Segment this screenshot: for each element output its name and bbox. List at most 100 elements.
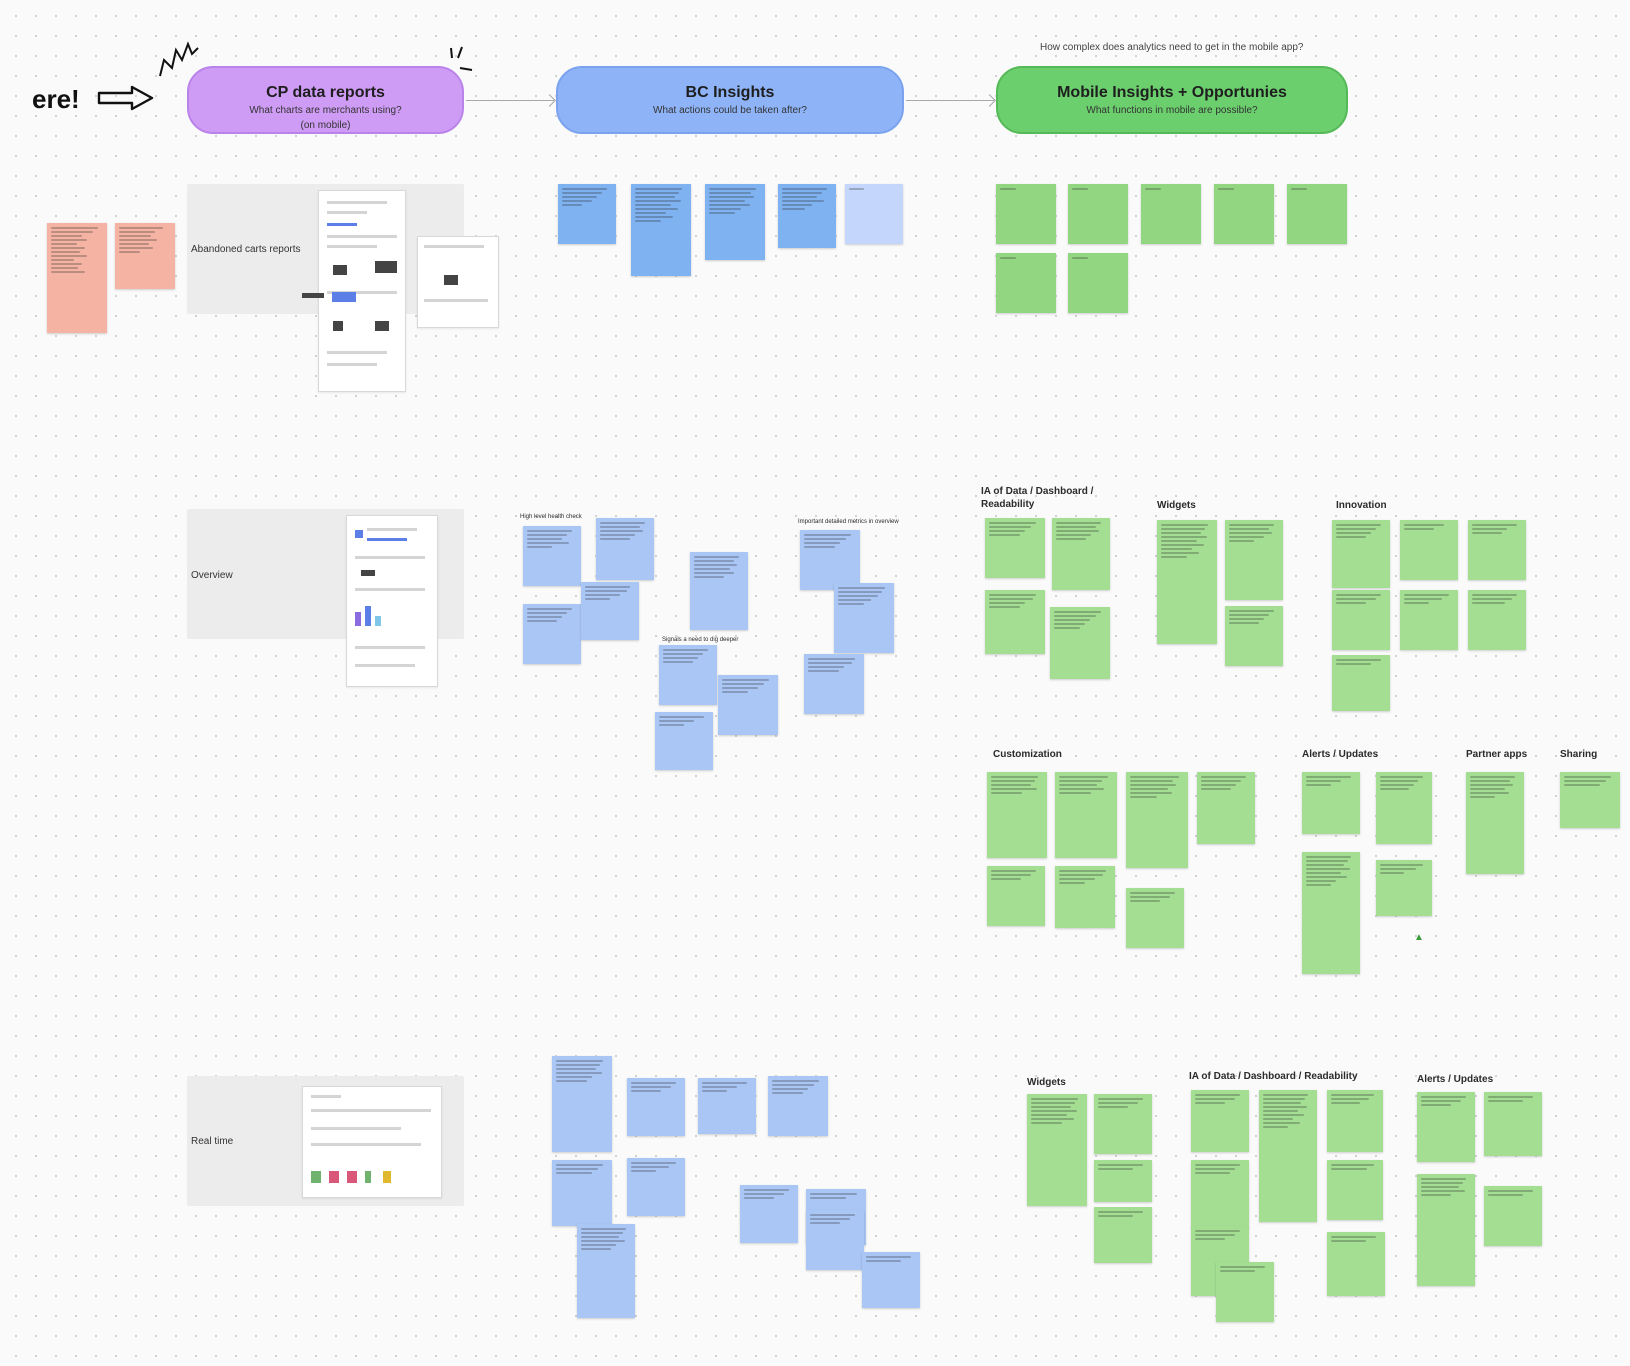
sticky-note[interactable] xyxy=(1466,772,1524,874)
sticky-note[interactable] xyxy=(996,184,1056,244)
connector-line xyxy=(466,100,554,101)
sticky-note[interactable] xyxy=(1225,520,1283,600)
sticky-note[interactable] xyxy=(581,582,639,640)
sticky-note[interactable] xyxy=(1157,520,1217,644)
sticky-note[interactable] xyxy=(1327,1090,1383,1152)
sticky-note[interactable] xyxy=(985,518,1045,578)
section-label-alerts-realtime: Alerts / Updates xyxy=(1417,1074,1493,1085)
report-screenshot[interactable] xyxy=(318,190,406,392)
sticky-note[interactable] xyxy=(1068,184,1128,244)
sticky-note[interactable] xyxy=(1327,1232,1385,1296)
sticky-note[interactable] xyxy=(985,590,1045,654)
sticky-note[interactable] xyxy=(558,184,616,244)
report-chart-fragment xyxy=(332,292,356,302)
connector-line xyxy=(906,100,994,101)
sticky-note[interactable] xyxy=(1302,852,1360,974)
outlined-right-arrow-icon xyxy=(96,84,156,112)
sticky-note[interactable] xyxy=(845,184,903,244)
section-label-innovation: Innovation xyxy=(1336,500,1387,511)
sticky-note[interactable] xyxy=(806,1210,864,1270)
sticky-note[interactable] xyxy=(631,184,691,276)
sticky-note[interactable] xyxy=(718,675,778,735)
sticky-note[interactable] xyxy=(1376,772,1432,844)
sticky-note[interactable] xyxy=(1225,606,1283,666)
connector-arrowhead xyxy=(543,94,556,107)
sticky-note[interactable] xyxy=(627,1078,685,1136)
sticky-note[interactable] xyxy=(596,518,654,580)
sticky-note[interactable] xyxy=(47,223,107,333)
section-label-widgets-realtime: Widgets xyxy=(1027,1077,1066,1088)
sticky-note[interactable] xyxy=(1287,184,1347,244)
sticky-note[interactable] xyxy=(1417,1092,1475,1162)
sticky-note[interactable] xyxy=(1259,1090,1317,1222)
sticky-note[interactable] xyxy=(1191,1090,1249,1152)
sticky-note[interactable] xyxy=(800,530,860,590)
sticky-note[interactable] xyxy=(778,184,836,248)
sticky-note[interactable] xyxy=(804,654,864,714)
sticky-note[interactable] xyxy=(1376,860,1432,916)
sticky-note[interactable] xyxy=(552,1160,612,1226)
sticky-note[interactable] xyxy=(115,223,175,289)
sticky-note[interactable] xyxy=(834,583,894,653)
sticky-note[interactable] xyxy=(1560,772,1620,828)
group-label-important-metrics: Important detailed metrics in overview xyxy=(798,519,899,525)
sticky-note[interactable] xyxy=(862,1252,920,1308)
report-screenshot[interactable] xyxy=(417,236,499,328)
sticky-note[interactable] xyxy=(1327,1160,1383,1220)
sticky-note[interactable] xyxy=(705,184,765,260)
report-screenshot[interactable] xyxy=(302,1086,442,1198)
sticky-note[interactable] xyxy=(523,604,581,664)
sticky-note[interactable] xyxy=(1141,184,1201,244)
report-chart-fragment xyxy=(302,293,324,298)
sticky-note[interactable] xyxy=(1055,866,1115,928)
sticky-note[interactable] xyxy=(1332,590,1390,650)
sticky-note[interactable] xyxy=(523,526,581,586)
sticky-note[interactable] xyxy=(1055,772,1117,858)
sticky-note[interactable] xyxy=(1027,1094,1087,1206)
sticky-note[interactable] xyxy=(1126,888,1184,948)
sticky-note[interactable] xyxy=(690,552,748,630)
sticky-note[interactable] xyxy=(987,866,1045,926)
sticky-note[interactable] xyxy=(1126,772,1188,868)
sticky-note[interactable] xyxy=(1400,520,1458,580)
sticky-note[interactable] xyxy=(1214,184,1274,244)
sticky-note[interactable] xyxy=(1417,1174,1475,1286)
mobile-header-subtitle: What functions in mobile are possible? xyxy=(998,105,1346,117)
sticky-note[interactable] xyxy=(987,772,1047,858)
sticky-note[interactable] xyxy=(1400,590,1458,650)
sticky-note[interactable] xyxy=(768,1076,828,1136)
sticky-note[interactable] xyxy=(1484,1186,1542,1246)
partial-heading: ere! xyxy=(32,84,80,115)
bc-header-title: BC Insights xyxy=(558,84,902,102)
sticky-note[interactable] xyxy=(552,1056,612,1152)
sticky-note[interactable] xyxy=(1332,655,1390,711)
sticky-note[interactable] xyxy=(655,712,713,770)
section-label-partner-apps: Partner apps xyxy=(1466,749,1527,760)
sticky-note[interactable] xyxy=(996,253,1056,313)
sticky-note[interactable] xyxy=(1468,590,1526,650)
sticky-note[interactable] xyxy=(1068,253,1128,313)
sticky-note[interactable] xyxy=(740,1185,798,1243)
section-label-ia-realtime: IA of Data / Dashboard / Readability xyxy=(1189,1071,1358,1082)
sticky-note[interactable] xyxy=(1050,607,1110,679)
cp-header-subtitle: What charts are merchants using? xyxy=(189,105,462,117)
sticky-note[interactable] xyxy=(1302,772,1360,834)
sticky-note[interactable] xyxy=(1197,772,1255,844)
sticky-note[interactable] xyxy=(698,1078,756,1134)
sticky-note[interactable] xyxy=(1094,1160,1152,1202)
sticky-note[interactable] xyxy=(627,1158,685,1216)
sticky-note[interactable] xyxy=(1094,1207,1152,1263)
report-screenshot[interactable] xyxy=(346,515,438,687)
row-label-abandoned-carts: Abandoned carts reports xyxy=(191,244,301,255)
sticky-note[interactable] xyxy=(1094,1094,1152,1154)
sticky-note[interactable] xyxy=(1484,1092,1542,1156)
sticky-note[interactable] xyxy=(1468,520,1526,580)
sticky-note[interactable] xyxy=(1216,1262,1274,1322)
row-label-overview: Overview xyxy=(191,570,233,581)
sticky-note[interactable] xyxy=(1052,518,1110,590)
row-label-realtime: Real time xyxy=(191,1136,233,1147)
sticky-note[interactable] xyxy=(1332,520,1390,588)
sticky-note[interactable] xyxy=(1191,1160,1249,1228)
sticky-note[interactable] xyxy=(659,645,717,705)
sticky-note[interactable] xyxy=(577,1224,635,1318)
